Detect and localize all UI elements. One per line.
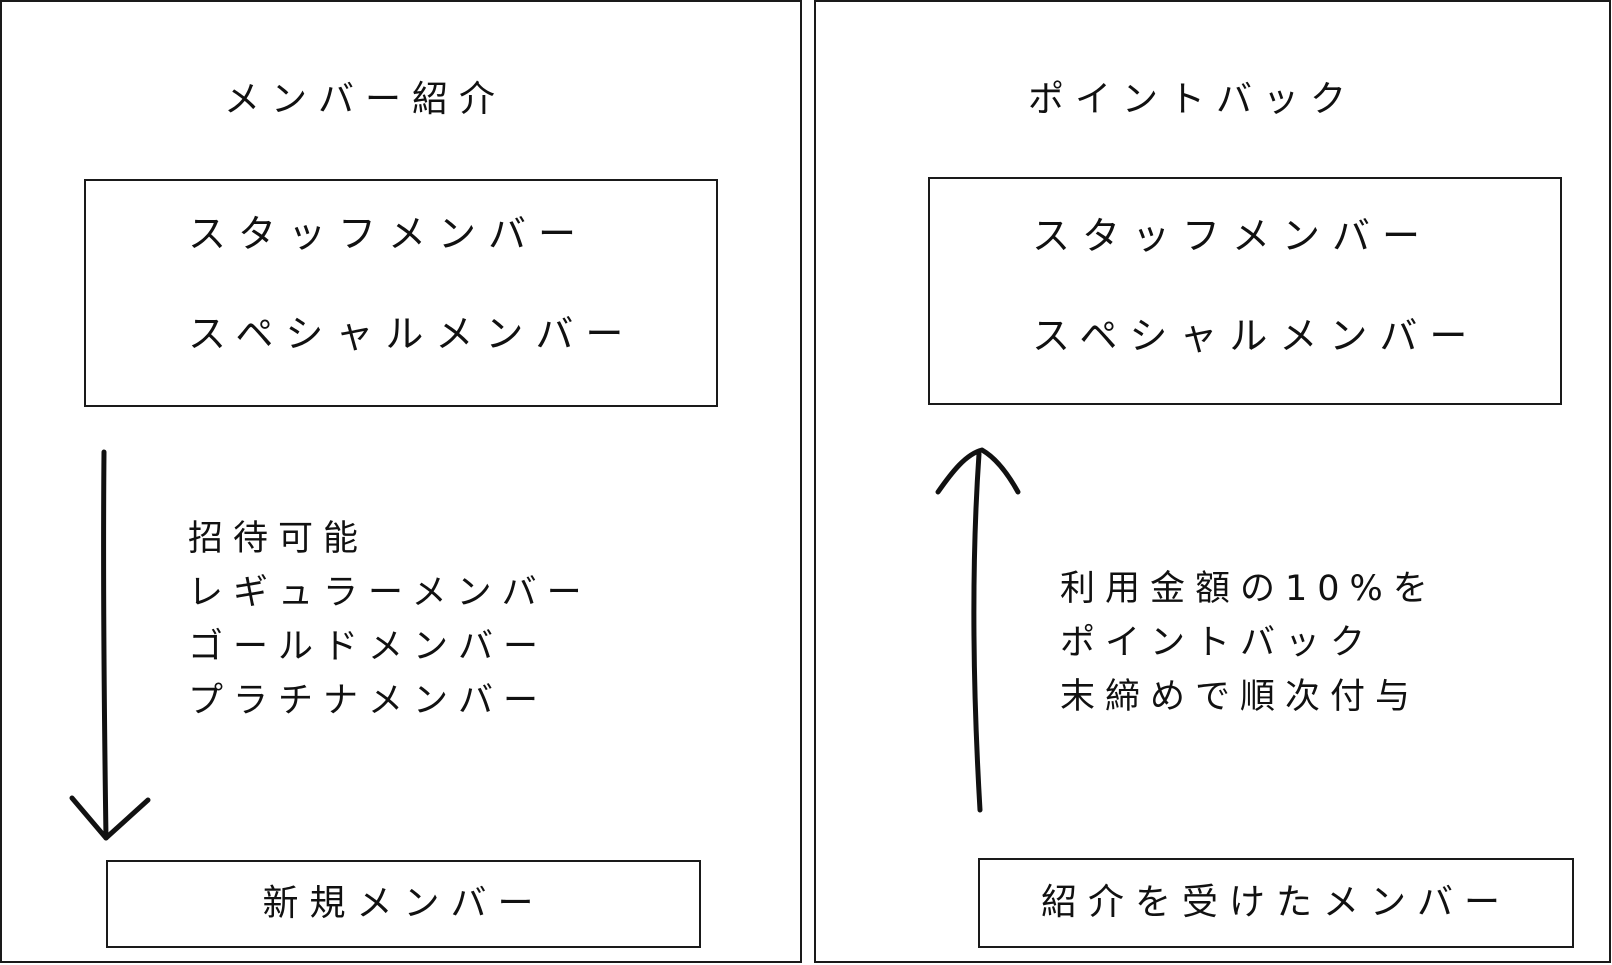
note-line: 利用金額の10%を [1060,569,1438,609]
tier-line-staff: スタッフメンバー [188,212,589,256]
up-arrow-head-icon [935,447,1021,495]
note-line: プラチナメンバー [188,681,549,721]
up-arrow-icon [971,451,983,813]
note-line: 招待可能 [188,519,369,559]
member-tier-box: スタッフメンバー スペシャルメンバー [84,179,718,407]
bottom-box-label: 新規メンバー [262,883,545,924]
member-tier-box: スタッフメンバー スペシャルメンバー [928,177,1562,405]
note-line: レギュラーメンバー [188,573,592,613]
panel-title: ポイントバック [1028,79,1358,120]
bottom-box-label: 紹介を受けたメンバー [1040,882,1511,923]
pointback-note: 利用金額の10%を ポイントバック 末締めで順次付与 [1060,562,1438,724]
tier-line-staff: スタッフメンバー [1032,214,1433,258]
referred-member-box: 紹介を受けたメンバー [978,858,1574,948]
note-line: ポイントバック [1060,623,1376,663]
note-line: 末締めで順次付与 [1060,677,1421,717]
tier-line-special: スペシャルメンバー [1032,314,1480,358]
invite-note: 招待可能 レギュラーメンバー ゴールドメンバー プラチナメンバー [188,512,592,728]
panel-title: メンバー紹介 [224,79,507,120]
new-member-box: 新規メンバー [106,860,701,948]
tier-line-special: スペシャルメンバー [188,312,636,356]
note-line: ゴールドメンバー [188,627,549,667]
down-arrow-icon [101,449,109,841]
down-arrow-head-icon [69,795,151,841]
referral-panel: メンバー紹介 スタッフメンバー スペシャルメンバー 招待可能 レギュラーメンバー… [0,0,802,963]
